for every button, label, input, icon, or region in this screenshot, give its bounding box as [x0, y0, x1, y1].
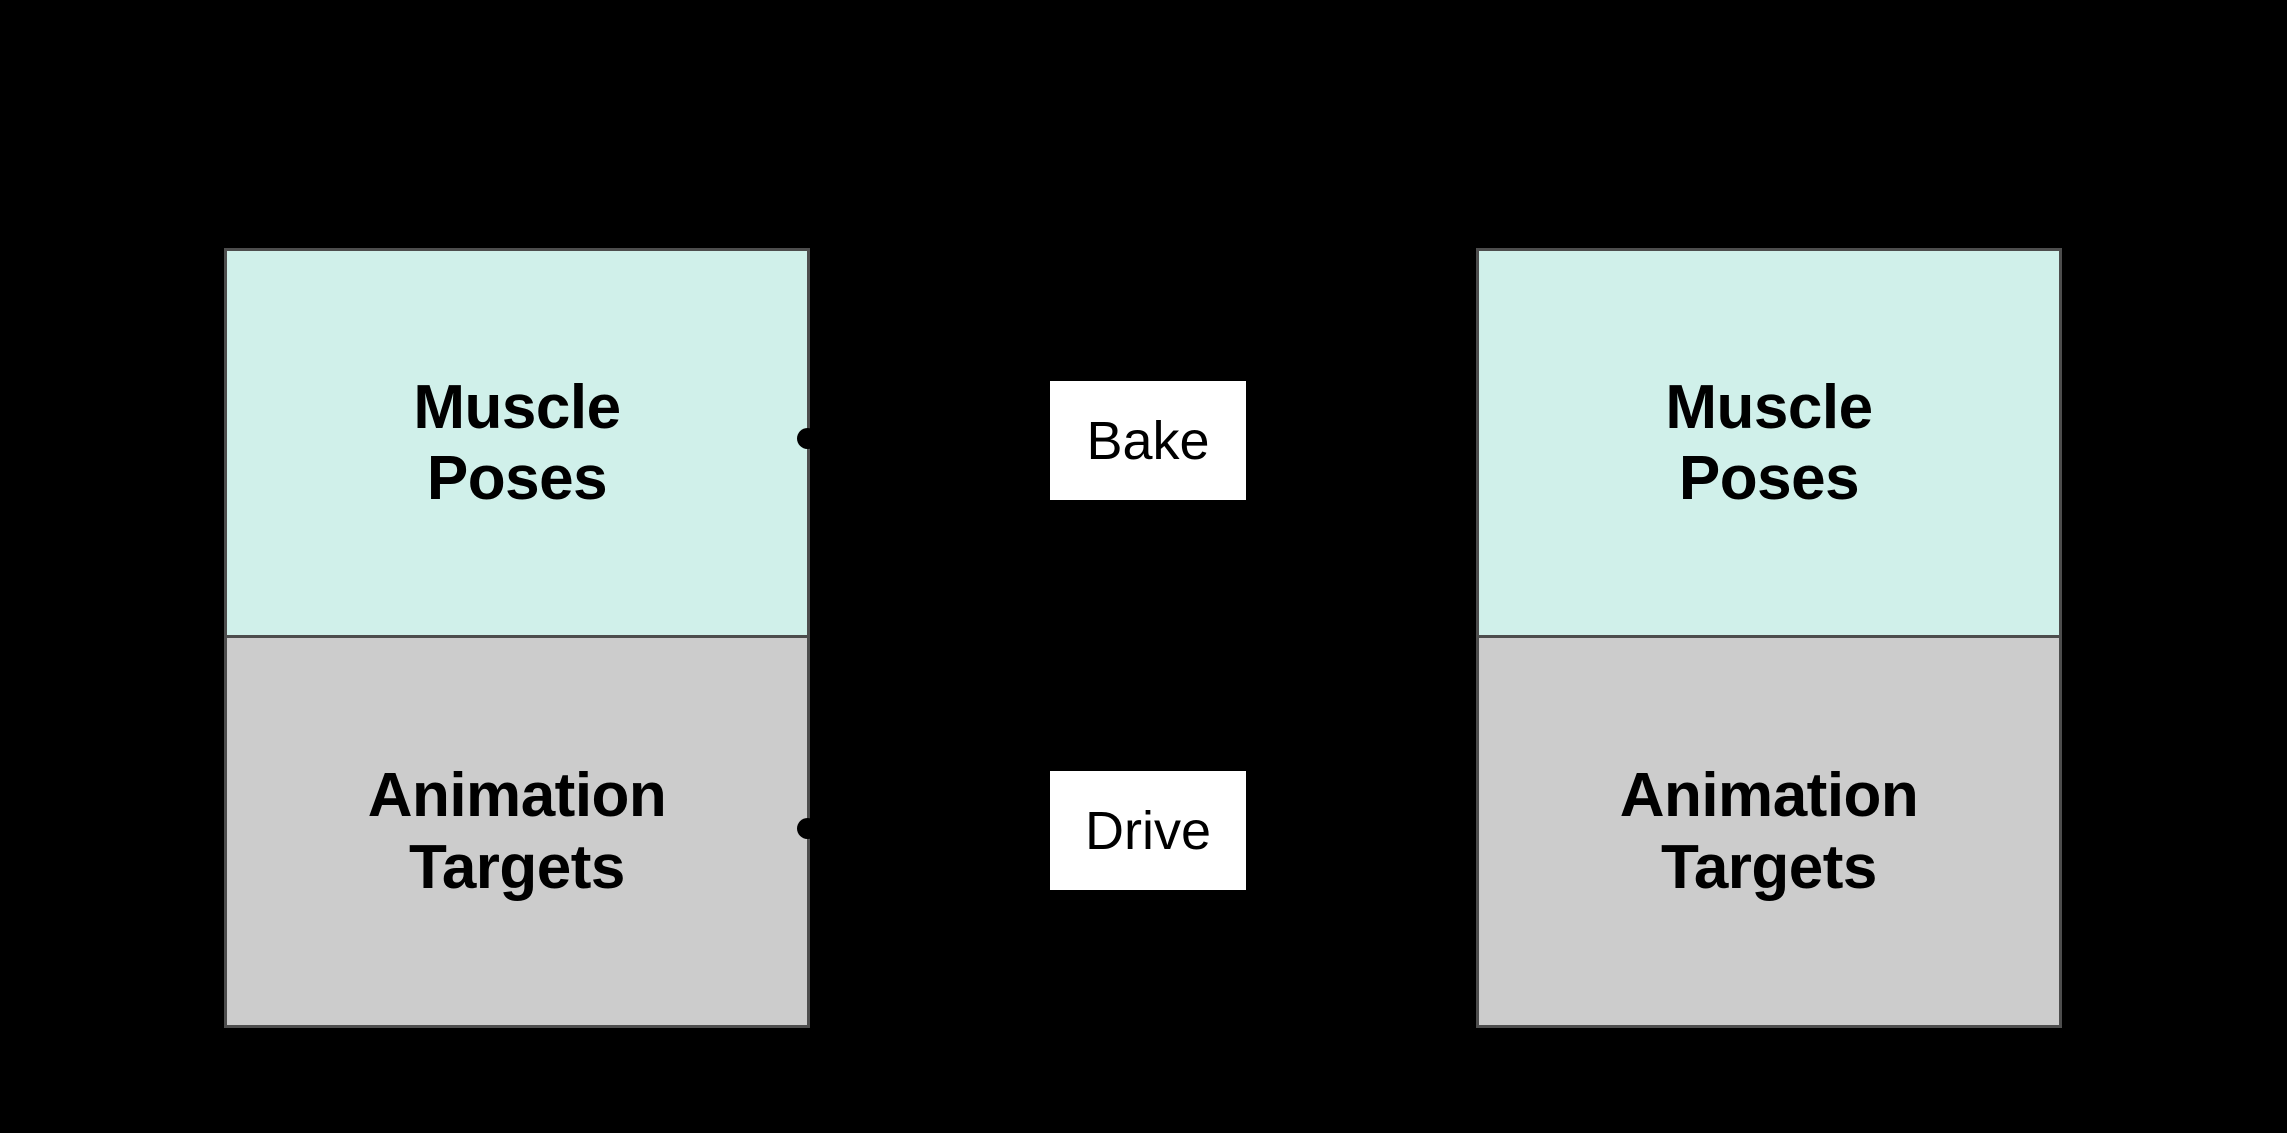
- compartment-label: Animation Targets: [367, 761, 667, 902]
- compartment-animation-targets-right[interactable]: Animation Targets: [1479, 638, 2059, 1025]
- edge-bake-source-dot-icon: [797, 428, 818, 449]
- compartment-muscle-poses-left[interactable]: Muscle Poses: [227, 251, 807, 638]
- compartment-animation-targets-left[interactable]: Animation Targets: [227, 638, 807, 1025]
- edge-label-bake[interactable]: Bake: [1050, 381, 1246, 500]
- edge-drive-source-dot-icon: [797, 818, 818, 839]
- node-left[interactable]: Muscle Poses Animation Targets: [224, 248, 810, 1028]
- compartment-label: Muscle Poses: [1665, 372, 1873, 513]
- edge-label-drive[interactable]: Drive: [1050, 771, 1246, 890]
- node-right[interactable]: Muscle Poses Animation Targets: [1476, 248, 2062, 1028]
- compartment-label: Muscle Poses: [413, 372, 621, 513]
- compartment-label: Animation Targets: [1619, 761, 1919, 902]
- compartment-muscle-poses-right[interactable]: Muscle Poses: [1479, 251, 2059, 638]
